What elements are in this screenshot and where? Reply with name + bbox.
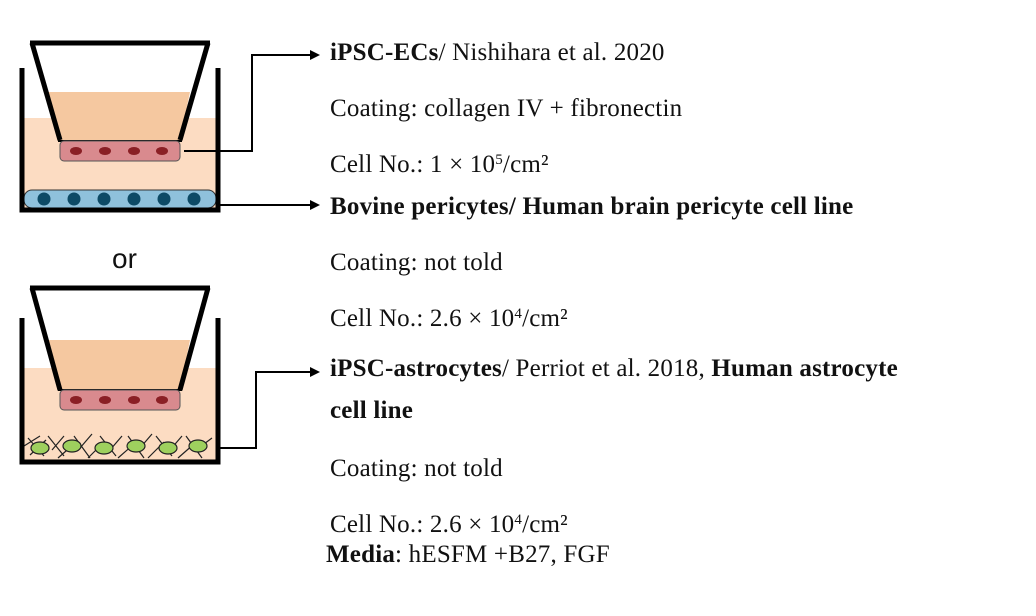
ec-nucleus — [70, 147, 82, 155]
pericytes-cellno-suffix: /cm² — [522, 305, 568, 332]
or-separator: or — [112, 243, 137, 274]
astrocytes-title-bold2: Human astrocyte — [711, 355, 898, 382]
pericyte-nucleus — [37, 192, 51, 206]
insert-wall-bottom-right — [177, 287, 211, 391]
well-wall-top — [19, 68, 221, 213]
block-pericytes-coating: Coating: not told — [330, 249, 503, 276]
astrocytes-cellno-exp: 4 — [514, 512, 523, 528]
transwell-bottom — [19, 285, 221, 465]
insert-wall-top — [29, 42, 63, 141]
insert-medium-top — [44, 92, 190, 140]
ecs-title-bold: iPSC-ECs — [330, 39, 439, 66]
well-wall-bottom — [19, 318, 221, 465]
ecs-title-citation: / Nishihara et al. 2020 — [438, 39, 665, 66]
block-ecs-title: iPSC-ECs/ Nishihara et al. 2020 — [330, 38, 665, 68]
insert-wall-bottom — [29, 287, 63, 391]
astrocyte-cell — [158, 441, 178, 455]
astrocytes-cellno-prefix: Cell No.: 2.6 × 10 — [330, 511, 515, 538]
ecs-cellno-suffix: /cm² — [502, 151, 549, 178]
astrocytes-title-bold: iPSC-astrocytes — [330, 355, 502, 382]
astrocyte-cell — [62, 439, 82, 453]
ec-nucleus — [128, 396, 140, 404]
astrocyte-cell — [30, 441, 50, 455]
pericyte-nucleus — [127, 192, 141, 206]
astrocyte-layer — [23, 433, 213, 459]
insert-wall-top-right — [177, 42, 211, 141]
pericyte-nucleus — [97, 192, 111, 206]
astrocytes-cellno-suffix: /cm² — [522, 511, 568, 538]
endothelial-layer-bottom — [59, 389, 181, 411]
pericytes-cellno-prefix: Cell No.: 2.6 × 10 — [330, 305, 515, 332]
ec-nucleus — [99, 147, 111, 155]
insert-medium-bottom — [44, 340, 190, 390]
ec-nucleus — [99, 396, 111, 404]
block-pericytes-cellno: Cell No.: 2.6 × 104/cm² — [330, 304, 568, 334]
transwell-top — [19, 40, 221, 213]
media-line: Media: hESFM +B27, FGF — [326, 540, 610, 570]
ec-nucleus — [70, 396, 82, 404]
endothelial-layer-top — [59, 140, 181, 162]
media-value: : hESFM +B27, FGF — [395, 541, 610, 568]
pericyte-nucleus — [67, 192, 81, 206]
ecs-cellno-exp: 5 — [495, 152, 503, 168]
pericyte-nucleus — [157, 192, 171, 206]
block-pericytes-title: Bovine pericytes/ Human brain pericyte c… — [330, 193, 854, 220]
block-astrocytes-title-line2: cell line — [330, 397, 414, 424]
ecs-cellno-prefix: Cell No.: 1 × 10 — [330, 151, 496, 178]
pericyte-layer — [23, 189, 217, 209]
block-ecs-coating: Coating: collagen IV + fibronectin — [330, 95, 683, 122]
pericytes-cellno-exp: 4 — [514, 306, 523, 322]
arrow-to-ecs — [184, 50, 320, 152]
block-astrocytes-coating: Coating: not told — [330, 455, 503, 482]
pericyte-nucleus — [187, 192, 201, 206]
block-astrocytes-cellno: Cell No.: 2.6 × 104/cm² — [330, 510, 568, 540]
ec-nucleus — [156, 147, 168, 155]
astrocytes-title-citation: / Perriot et al. 2018, — [501, 355, 712, 382]
astrocyte-cell — [94, 441, 114, 455]
media-label: Media — [326, 541, 396, 568]
block-astrocytes-title: iPSC-astrocytes/ Perriot et al. 2018, Hu… — [330, 354, 898, 384]
astrocyte-cell — [126, 439, 146, 453]
ec-nucleus — [156, 396, 168, 404]
block-ecs-cellno: Cell No.: 1 × 105/cm² — [330, 150, 549, 180]
ec-nucleus — [128, 147, 140, 155]
astrocyte-cell — [188, 439, 208, 453]
arrow-to-astrocytes — [216, 367, 320, 449]
